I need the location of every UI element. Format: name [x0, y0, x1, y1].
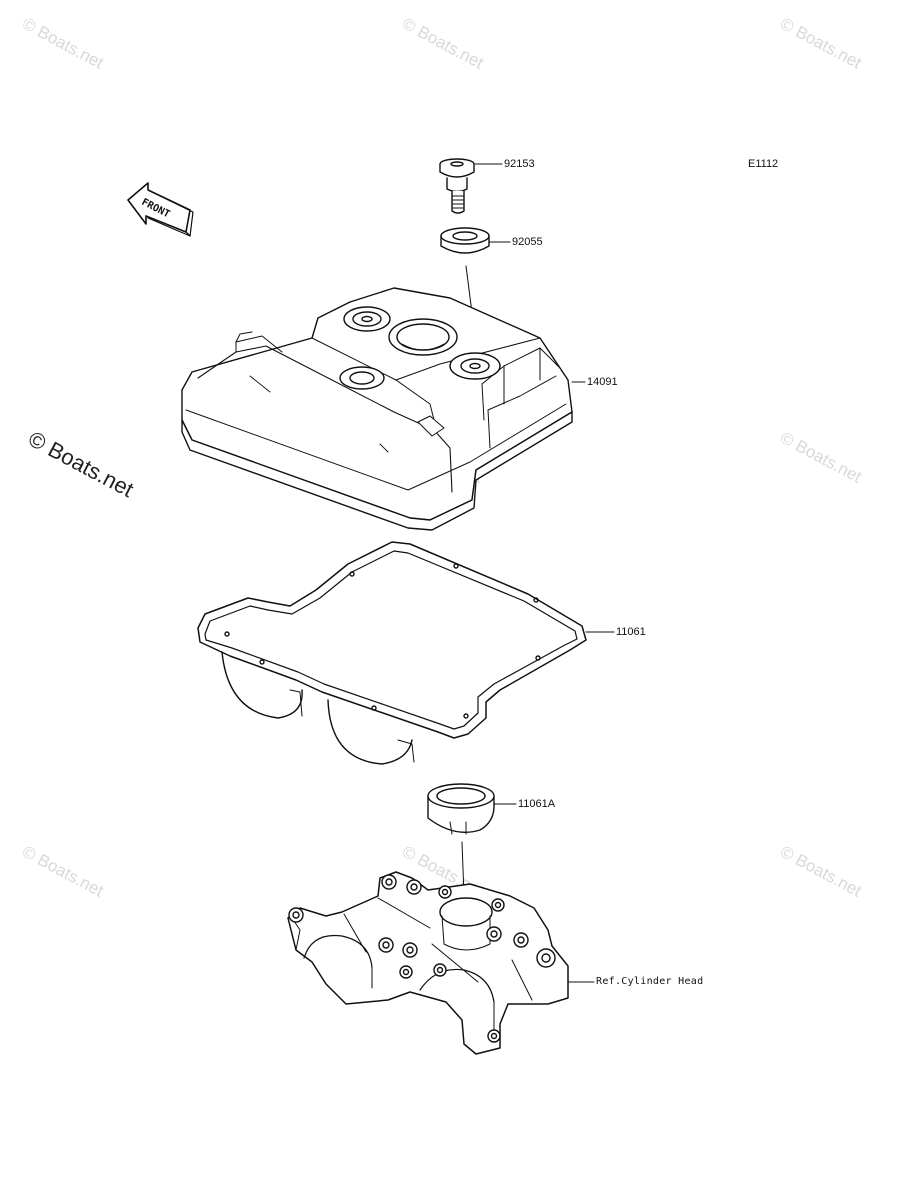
part-number-11061a[interactable]: 11061A	[518, 798, 556, 810]
plug-hole-gasket	[427, 783, 517, 897]
washer-part	[440, 227, 511, 254]
cover-gasket	[197, 541, 615, 765]
part-number-14091[interactable]: 14091	[587, 376, 618, 388]
cylinder-head-ref	[287, 871, 595, 1055]
front-arrow-icon: FRONT	[127, 182, 194, 237]
part-number-92055[interactable]: 92055	[512, 236, 543, 248]
cylinder-head-cover	[181, 287, 586, 531]
bolt-part	[439, 158, 503, 214]
part-number-92153[interactable]: 92153	[504, 158, 535, 170]
part-ref-cylinder-head: Ref.Cylinder Head	[596, 976, 704, 987]
diagram-code: E1112	[748, 158, 779, 170]
part-number-11061[interactable]: 11061	[616, 626, 646, 638]
